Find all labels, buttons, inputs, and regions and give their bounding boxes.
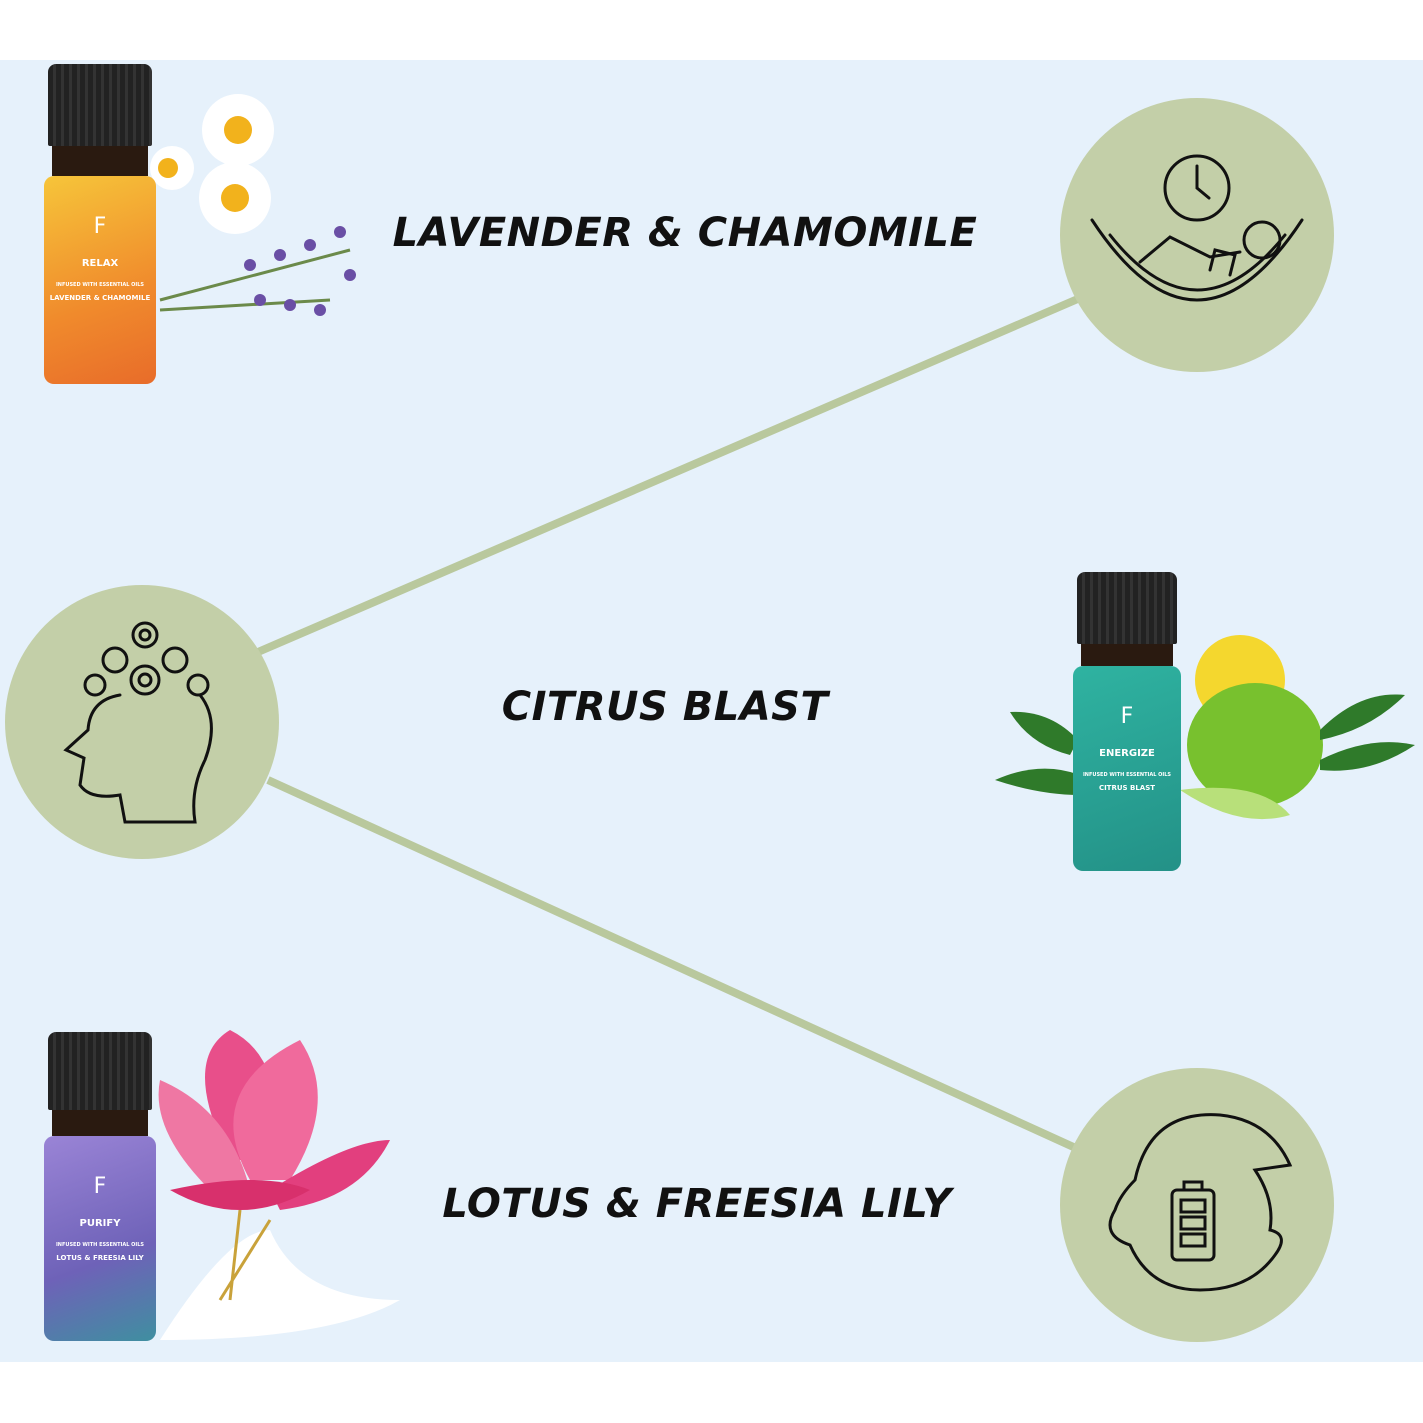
relax-icon-circle xyxy=(1060,98,1334,372)
product-title-purify: LOTUS & FREESIA LILY xyxy=(442,1181,952,1227)
bottle-subtitle: INFUSED WITH ESSENTIAL OILS xyxy=(55,1242,145,1248)
bottle-neck xyxy=(1081,644,1173,666)
bottle-neck xyxy=(52,1110,148,1136)
bottle-oil: LOTUS & FREESIA LILY xyxy=(56,1254,144,1262)
hammock-clock-icon xyxy=(1090,154,1304,302)
bottle-label: F ENERGIZE INFUSED WITH ESSENTIAL OILS C… xyxy=(1073,666,1181,871)
purify-icon-circle xyxy=(1060,1068,1334,1342)
energize-bottle: F ENERGIZE INFUSED WITH ESSENTIAL OILS C… xyxy=(1073,572,1181,871)
bottle-oil: LAVENDER & CHAMOMILE xyxy=(49,294,151,302)
connector-line-top xyxy=(256,294,1082,656)
bottle-name: ENERGIZE xyxy=(1099,748,1155,759)
lotus-lily-illustration xyxy=(158,1030,400,1340)
bottle-name: PURIFY xyxy=(79,1218,121,1229)
bottle-cap xyxy=(48,64,152,146)
relax-bottle: F RELAX INFUSED WITH ESSENTIAL OILS LAVE… xyxy=(44,64,156,384)
head-swirls-icon xyxy=(63,621,213,824)
bottle-name: RELAX xyxy=(81,258,119,269)
brand-mark: F xyxy=(1120,704,1134,729)
head-battery-icon xyxy=(1108,1113,1293,1292)
product-title-energize: CITRUS BLAST xyxy=(501,684,829,730)
bottle-subtitle: INFUSED WITH ESSENTIAL OILS xyxy=(55,282,145,288)
product-title-relax: LAVENDER & CHAMOMILE xyxy=(392,210,978,256)
bottle-label: F PURIFY INFUSED WITH ESSENTIAL OILS LOT… xyxy=(44,1136,156,1341)
bottle-label: F RELAX INFUSED WITH ESSENTIAL OILS LAVE… xyxy=(44,176,156,384)
purify-bottle: F PURIFY INFUSED WITH ESSENTIAL OILS LOT… xyxy=(44,1032,156,1341)
bottle-cap xyxy=(48,1032,152,1110)
brand-mark: F xyxy=(93,214,107,239)
bottle-oil: CITRUS BLAST xyxy=(1098,784,1156,792)
energize-icon-circle xyxy=(5,585,279,859)
connector-line-bottom xyxy=(266,776,1082,1154)
brand-mark: F xyxy=(93,1174,107,1199)
bottle-neck xyxy=(52,146,148,176)
chamomile-lavender-illustration xyxy=(150,94,356,316)
bottle-subtitle: INFUSED WITH ESSENTIAL OILS xyxy=(1082,772,1172,778)
bottle-cap xyxy=(1077,572,1177,644)
citrus-illustration xyxy=(995,635,1415,820)
